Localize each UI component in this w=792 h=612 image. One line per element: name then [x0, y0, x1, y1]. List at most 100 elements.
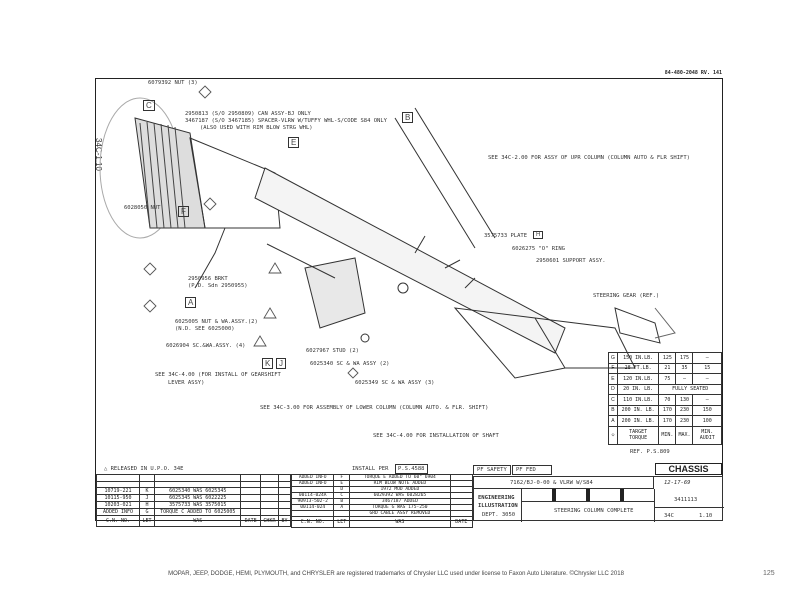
revision-cell	[259, 494, 280, 502]
table-cell: DATE	[449, 516, 474, 528]
torque-ref: REF. P.S.809	[630, 449, 670, 455]
dept: DEPT. 3050	[482, 512, 516, 518]
letter-f: F	[178, 206, 189, 217]
torque-cell: 150 IN.LB.	[616, 352, 660, 364]
diamond-symbol-icon	[347, 367, 359, 379]
torque-cell: 125	[658, 352, 677, 364]
torque-cell: —	[692, 373, 722, 385]
triangle-symbol-icon	[253, 335, 267, 347]
pf-safety: PF SAFETY	[473, 465, 511, 475]
revision-cell	[278, 494, 291, 502]
model: 7162/BJ-0-00 & VLRW W/S84	[510, 480, 593, 486]
revision-cell	[278, 487, 291, 495]
triangle-symbol-icon	[263, 307, 277, 319]
letter-b: B	[402, 112, 414, 123]
callout-nut: 6079392 NUT (3)	[148, 80, 198, 86]
revision-cell	[278, 501, 291, 509]
torque-cell: FULLY SEATED	[658, 383, 722, 395]
callout-upr-column: SEE 34C-2.00 FOR ASSY OF UPR COLUMN (COL…	[488, 155, 690, 161]
revision-cell: TORQUE C ADDED TO 6025005	[154, 508, 242, 516]
callout-nut-2: 6028050 NUT	[124, 205, 161, 211]
table-cell: WAS	[154, 515, 242, 527]
torque-cell: 170	[658, 404, 677, 416]
diamond-symbol-icon	[203, 197, 217, 211]
revision-cell	[449, 510, 474, 517]
letter-h: H	[533, 231, 544, 239]
torque-cell: 120 IN.LB.	[616, 373, 660, 385]
revision-cell: 10115-950	[95, 494, 141, 502]
revision-row: GRD CABLE ASSY REMOVED	[290, 510, 474, 517]
revision-cell: 6025345 WAS 6022225	[154, 494, 242, 502]
callout-o-ring: 6026275 "O" RING	[512, 246, 565, 252]
torque-cell: 130	[675, 394, 694, 406]
triangle-symbol-icon	[268, 262, 282, 274]
table-cell: WAS	[349, 516, 451, 528]
revision-cell: ADDED INFO	[95, 508, 141, 516]
header-target: TARGET TORQUE	[616, 425, 660, 445]
page-number: 125	[763, 570, 775, 577]
revision-cell: G	[139, 508, 156, 516]
header-max: MAX.	[675, 425, 694, 445]
torque-cell: 21	[658, 362, 677, 374]
revision-cell	[259, 487, 280, 495]
table-cell: C.N. NO.	[290, 516, 335, 528]
torque-cell: D	[608, 383, 618, 395]
callout-bracket-1: 2950956 BRKT	[188, 276, 228, 282]
torque-cell: B	[608, 404, 618, 416]
table-cell: CHKR	[259, 515, 280, 527]
torque-cell: 20 IN. LB.	[616, 383, 660, 395]
torque-cell: A	[608, 415, 618, 427]
sheet-page: 1.10	[699, 513, 713, 519]
diamond-icon: ◇	[608, 425, 618, 445]
torque-header: ◇ TARGET TORQUE MIN. MAX. MIN. AUDIT	[608, 425, 722, 445]
install-label: INSTALL PER	[352, 466, 389, 472]
torque-cell: 75	[658, 373, 677, 385]
letter-c: C	[143, 100, 155, 111]
revision-cell: H	[139, 501, 156, 509]
torque-cell: —	[692, 394, 722, 406]
warning-triangle-icon: △	[104, 466, 108, 472]
revision-cell: 10203-021	[95, 501, 141, 509]
torque-cell: F	[608, 362, 618, 374]
title-block: 7162/BJ-0-00 & VLRW W/S84 12-17-69 ENGIN…	[473, 476, 724, 522]
drawing-number-stamp: 84-480-2048 RV. 141	[664, 70, 722, 76]
revision-cell	[259, 501, 280, 509]
callout-shaft: SEE 34C-4.00 FOR INSTALLATION OF SHAFT	[373, 433, 499, 439]
torque-cell: 170	[658, 415, 677, 427]
header-audit: MIN. AUDIT	[692, 425, 722, 445]
pf-fed: PF FED	[512, 465, 552, 475]
revision-cell: TORQUE E ADDED TO 60" 6904	[349, 474, 451, 481]
callout-can-2: 3467187 (S/O 3467185) SPACER-VLRW W/TUFF…	[185, 118, 387, 124]
callout-bracket-2: (P.D. Sdn 2950955)	[188, 283, 248, 289]
callout-steering-gear: STEERING GEAR (REF.)	[593, 293, 660, 299]
date: 12-17-69	[664, 480, 691, 486]
torque-cell: 175	[675, 352, 694, 364]
revision-cell	[240, 487, 261, 495]
drawing-number: 3411113	[674, 497, 698, 503]
install-ref: P.S.4588	[395, 464, 428, 474]
callout-lower-column: SEE 34C-3.00 FOR ASSEMBLY OF LOWER COLUM…	[260, 405, 489, 411]
table-cell: C.N. NO.	[95, 515, 141, 527]
callout-can-1: 2950813 (S/O 2950809) CAN ASSY-BJ ONLY	[185, 111, 311, 117]
torque-cell: 15	[692, 362, 722, 374]
callout-can-3: (ALSO USED WITH RIM BLOW STRG WHL)	[200, 125, 313, 131]
letter-j: J	[276, 358, 286, 369]
torque-cell: 35	[675, 362, 694, 374]
torque-cell: 230	[675, 415, 694, 427]
torque-cell: G	[608, 352, 618, 364]
diamond-symbol-icon	[143, 262, 157, 276]
torque-cell: 110 IN.LB.	[616, 394, 660, 406]
revision-cell: K	[139, 487, 156, 495]
revision-cell	[278, 508, 291, 516]
